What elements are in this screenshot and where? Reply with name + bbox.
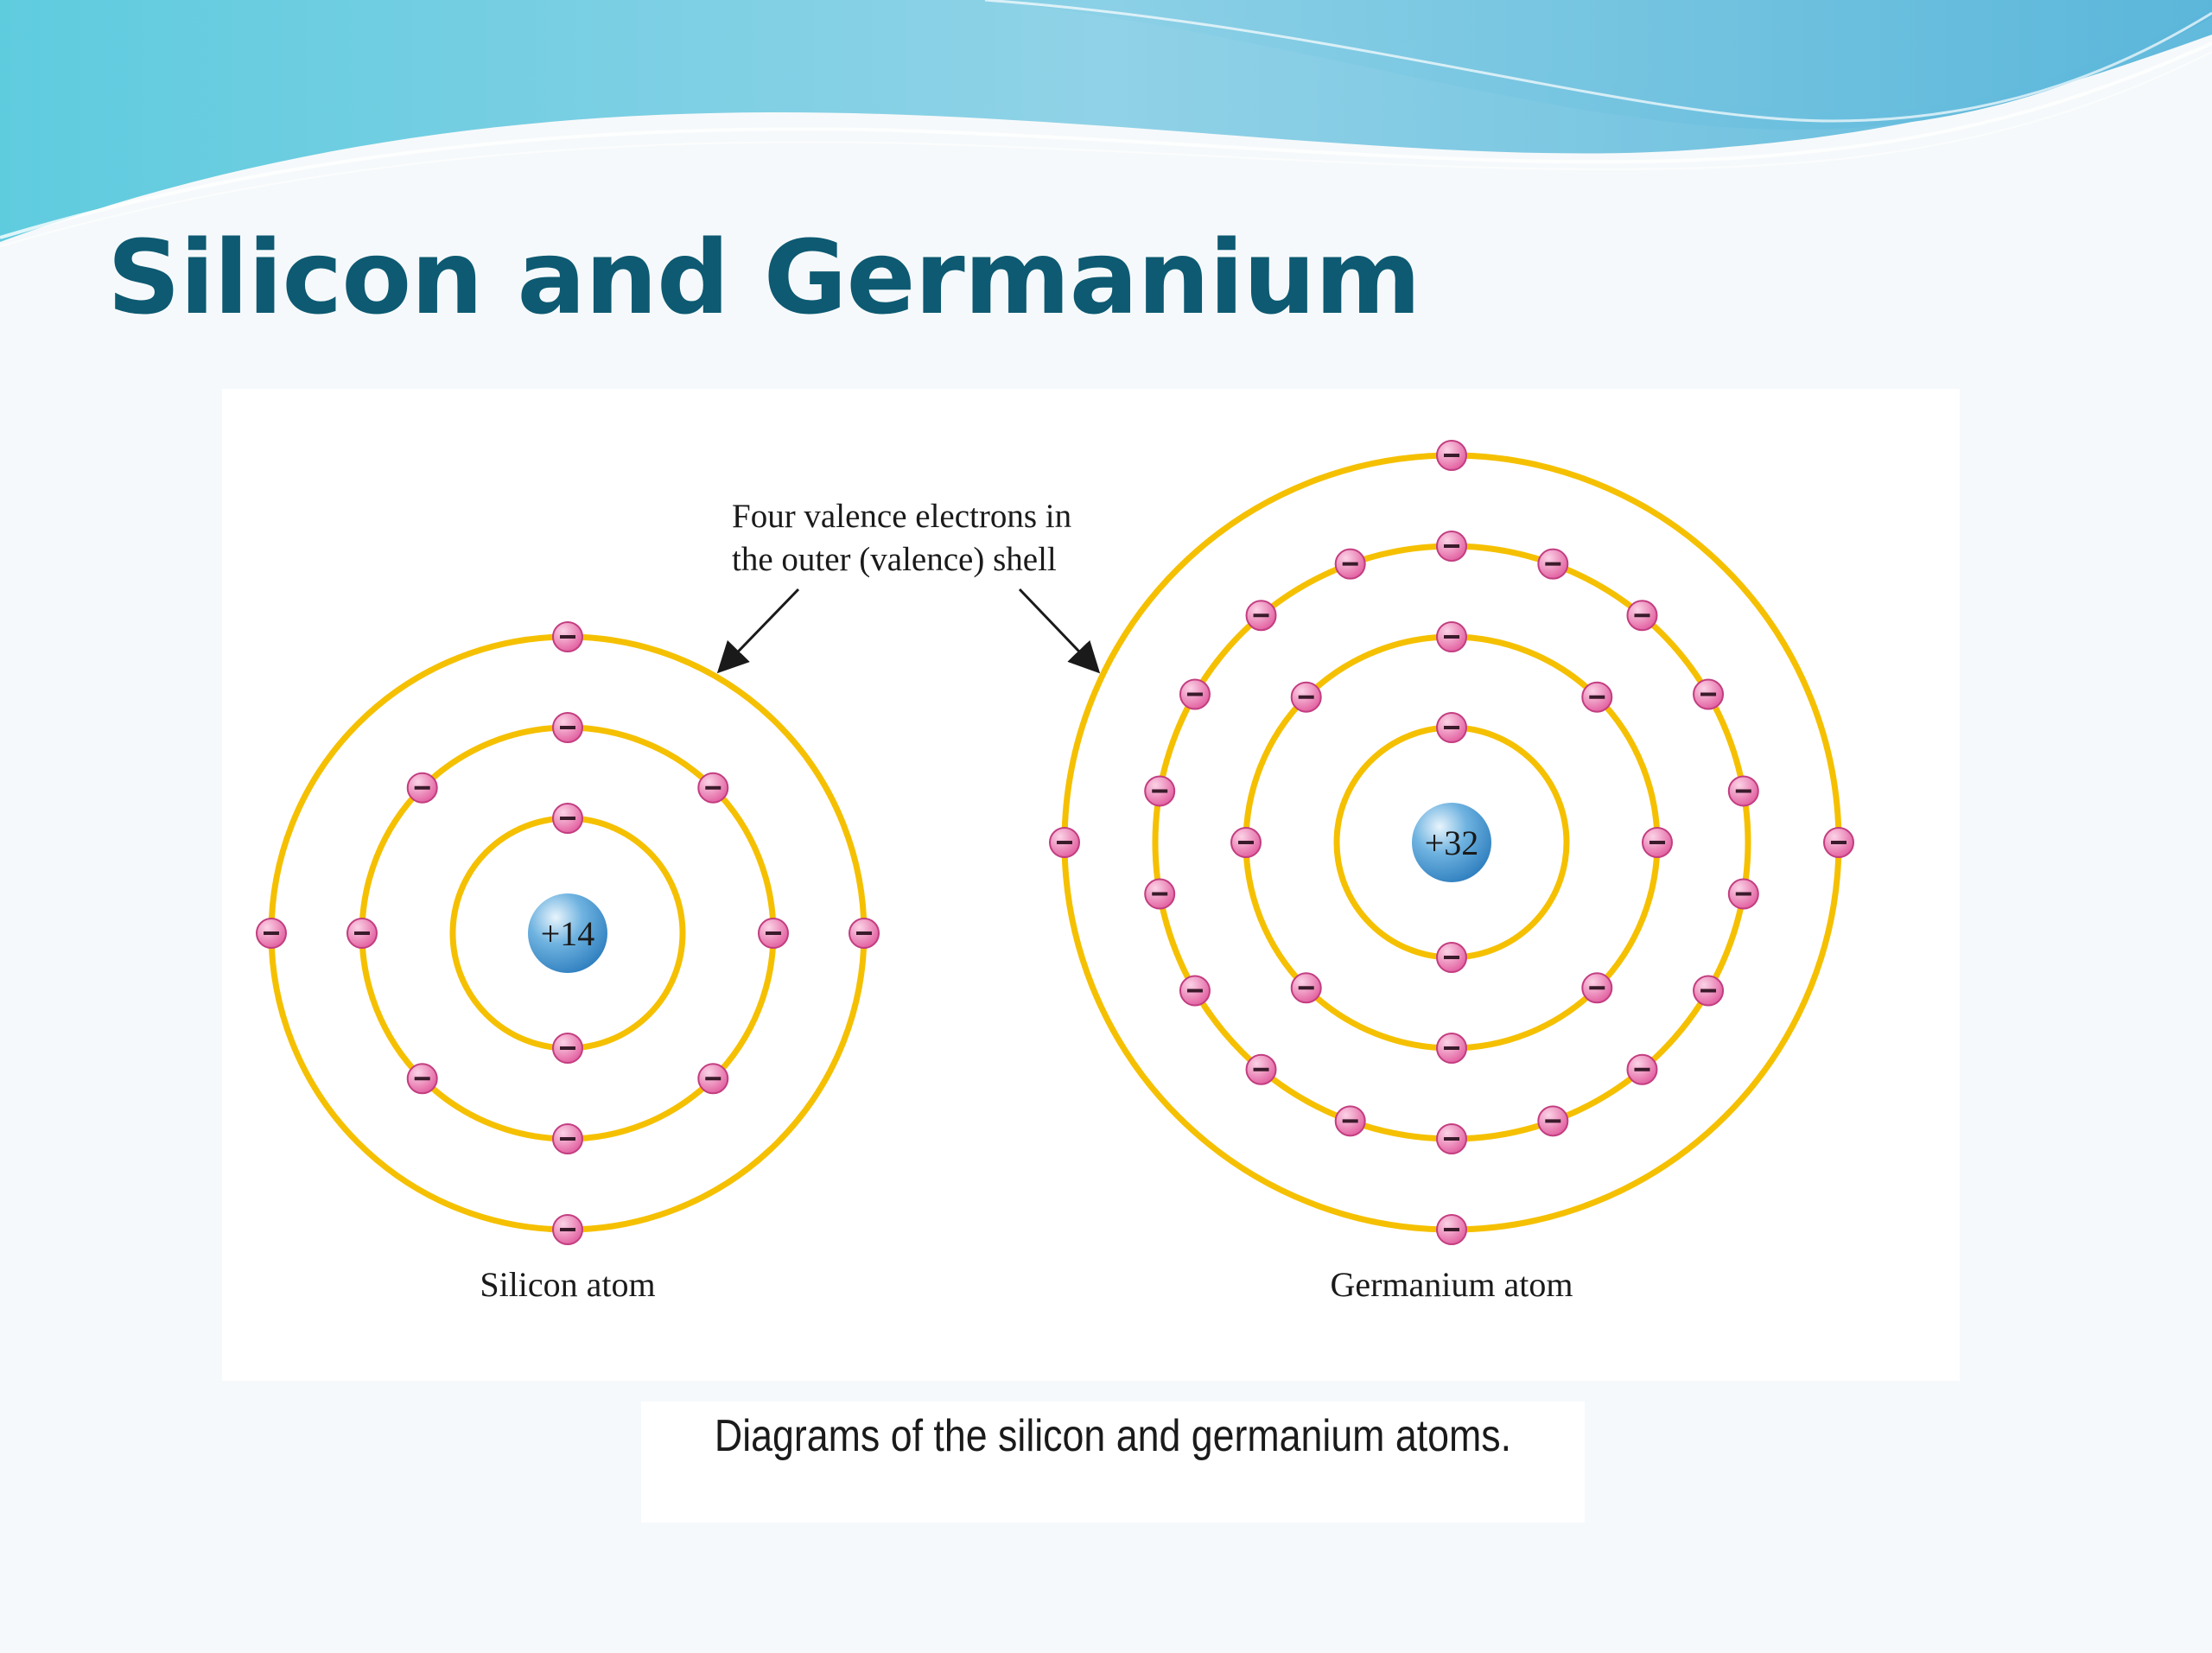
electron: [697, 1063, 729, 1095]
electron: [1290, 972, 1322, 1004]
header-wave-decoration: [0, 0, 2212, 247]
slide-title: Silicon and Germanium: [107, 218, 1421, 337]
electron: [1290, 681, 1322, 713]
electron: [552, 1214, 583, 1245]
electron: [1727, 775, 1759, 807]
electron: [1823, 827, 1854, 858]
electron: [1179, 975, 1211, 1007]
electron: [1436, 440, 1467, 471]
electron: [552, 1033, 583, 1064]
electron: [1436, 621, 1467, 652]
electron: [552, 712, 583, 743]
annotation-line-2: the outer (valence) shell: [732, 541, 1057, 578]
electron: [1436, 1123, 1467, 1154]
electron: [1436, 712, 1467, 743]
electron: [1537, 548, 1569, 580]
silicon-atom: +14: [256, 621, 880, 1245]
electron: [1436, 942, 1467, 973]
electron: [1727, 878, 1759, 910]
atom-diagram: Four valence electrons in the outer (val…: [256, 440, 1854, 1304]
electron: [552, 1123, 583, 1154]
electron: [1626, 600, 1658, 632]
germanium-atom-label: Germanium atom: [1330, 1265, 1573, 1304]
silicon-nucleus-charge: +14: [541, 914, 595, 953]
electron: [1626, 1053, 1658, 1085]
silicon-nucleus: [528, 893, 607, 973]
electron: [1642, 827, 1673, 858]
germanium-atom: +32: [1049, 440, 1854, 1245]
electron: [697, 772, 729, 804]
electron: [1334, 1105, 1366, 1137]
annotation-line-1: Four valence electrons in: [732, 498, 1071, 535]
germanium-nucleus: [1412, 803, 1491, 882]
annotation-arrow-germanium: [1018, 588, 1101, 674]
electron: [758, 918, 789, 949]
electron: [256, 918, 287, 949]
electron: [1581, 681, 1613, 713]
electron: [1144, 878, 1176, 910]
electron: [1245, 600, 1277, 632]
electron: [1049, 827, 1080, 858]
electron: [1144, 775, 1176, 807]
figure-caption: Diagrams of the silicon and germanium at…: [714, 1411, 1512, 1461]
electron: [1245, 1053, 1277, 1085]
electron: [849, 918, 880, 949]
electron: [1693, 678, 1725, 710]
electron: [346, 918, 378, 949]
electron: [406, 772, 438, 804]
electron: [1436, 531, 1467, 562]
annotation-arrow-silicon: [716, 588, 800, 674]
electron: [1581, 972, 1613, 1004]
electron: [1693, 975, 1725, 1007]
electron: [552, 621, 583, 652]
caption-box: Diagrams of the silicon and germanium at…: [641, 1402, 1585, 1523]
electron: [552, 803, 583, 834]
electron: [1179, 678, 1211, 710]
electron: [1334, 548, 1366, 580]
electron: [1436, 1033, 1467, 1064]
germanium-nucleus-charge: +32: [1425, 823, 1479, 862]
figure-panel: Four valence electrons in the outer (val…: [222, 389, 1960, 1381]
electron: [1537, 1105, 1569, 1137]
electron: [406, 1063, 438, 1095]
electron: [1436, 1214, 1467, 1245]
silicon-atom-label: Silicon atom: [480, 1265, 655, 1304]
electron: [1230, 827, 1262, 858]
